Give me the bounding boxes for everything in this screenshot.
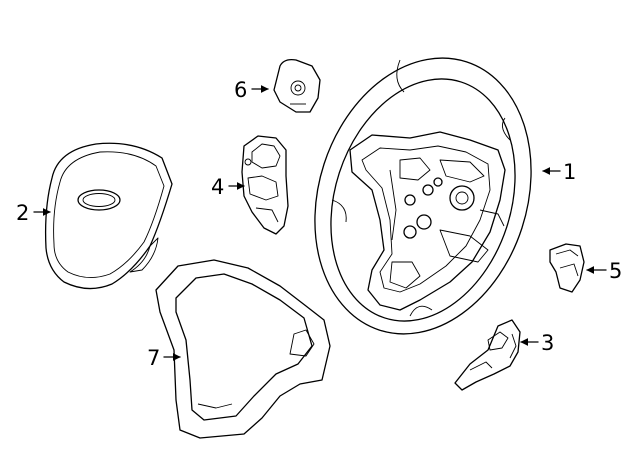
callout-3: 3 — [541, 331, 554, 355]
steering-wheel — [314, 57, 532, 335]
driver-airbag — [44, 142, 173, 290]
callout-5: 5 — [609, 259, 622, 283]
leader-lines — [33, 85, 607, 361]
callout-1: 1 — [563, 160, 576, 184]
lower-switch — [454, 319, 521, 391]
callout-4: 4 — [211, 175, 224, 199]
paddle-switch — [549, 243, 585, 293]
callout-2: 2 — [16, 201, 29, 225]
trim-cover — [155, 259, 331, 439]
left-switch — [241, 135, 289, 235]
callout-6: 6 — [234, 78, 247, 102]
clip-switch — [273, 58, 321, 113]
callout-7: 7 — [147, 346, 160, 370]
callout-labels: 1 2 3 4 5 6 7 — [16, 78, 622, 370]
